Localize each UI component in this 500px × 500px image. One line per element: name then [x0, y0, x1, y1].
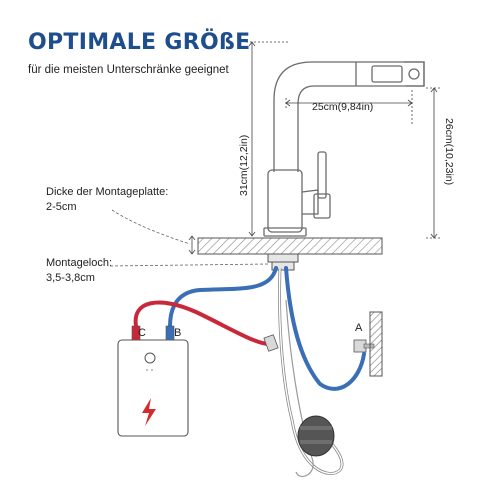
cold-supply-hose — [284, 266, 366, 391]
dimension-lines — [188, 41, 440, 255]
cold-water-hose — [168, 266, 278, 328]
mounting-nut — [267, 253, 299, 271]
hose-counterweight — [297, 415, 335, 457]
page-title: OPTIMALE GRÖßE — [28, 30, 251, 55]
spout-reach-dimension: 25cm(9,84in) — [312, 101, 373, 113]
mounting-plate — [197, 237, 383, 255]
plate-thickness-label: Dicke der Montageplatte: — [46, 186, 169, 198]
mounting-hole-value: 3,5-3,8cm — [46, 272, 95, 284]
faucet-handle — [317, 151, 327, 199]
lightning-icon — [142, 398, 156, 426]
hot-water-hose — [133, 300, 274, 347]
mounting-hole-label: Montageloch: — [46, 257, 113, 269]
spout-height-dimension: 26cm(10,23in) — [443, 118, 455, 185]
wall-section — [369, 311, 383, 377]
faucet — [263, 61, 425, 237]
plate-thickness-value: 2-5cm — [46, 201, 77, 213]
page-subtitle: für die meisten Unterschränke geeignet — [28, 64, 229, 76]
angle-valve-marker: A — [355, 322, 363, 334]
total-height-dimension: 31cm(12,2in) — [238, 135, 250, 196]
hot-water-marker: C — [138, 327, 146, 339]
water-heater — [117, 325, 189, 437]
cold-water-marker: B — [174, 327, 181, 339]
faucet-body — [267, 169, 303, 233]
faucet-sprayer-head — [404, 61, 425, 87]
